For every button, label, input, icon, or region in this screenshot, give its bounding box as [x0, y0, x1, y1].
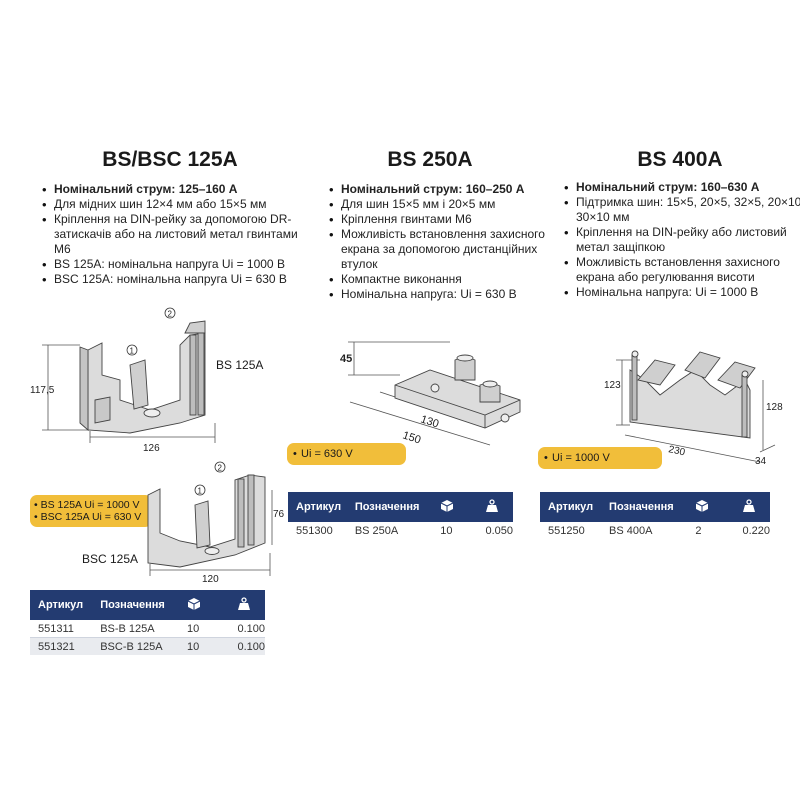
col-designation: Позначення — [92, 590, 179, 620]
dim-depth: 34 — [755, 456, 767, 465]
bsc125a-label: BSC 125A — [82, 552, 139, 566]
pill-line: BS 125A Ui = 1000 V — [34, 499, 146, 511]
feature-item: Номінальна напруга: Ui = 630 В — [329, 287, 566, 302]
dim-width: 126 — [143, 443, 160, 454]
dim-width: 230 — [667, 444, 686, 458]
col-pack — [687, 492, 735, 522]
col-article: Артикул — [30, 590, 93, 620]
col-designation: Позначення — [346, 492, 433, 522]
col3-title: BS 400A — [637, 148, 723, 171]
feature-item: Кріплення гвинтами М6 — [329, 212, 566, 227]
dim-height: 76 — [273, 509, 285, 520]
col1-voltage-pill: BS 125A Ui = 1000 V BSC 125A Ui = 630 V — [30, 495, 152, 527]
bs400a-drawing: 123 128 230 34 — [604, 350, 783, 465]
pill-line: BSC 125A Ui = 630 V — [34, 511, 146, 523]
dim-height: 117,5 — [30, 385, 55, 396]
table-row: 551250 BS 400A 2 0.220 — [540, 522, 770, 539]
feature-item: BSC 125A: номінальна напруга Ui = 630 В — [42, 272, 316, 287]
pack-icon — [187, 597, 201, 614]
col-article: Артикул — [288, 492, 347, 522]
col-pack — [178, 590, 230, 620]
cell-pack: 10 — [440, 524, 453, 537]
feature-item: Кріплення на DIN-рейку або листовий мета… — [564, 225, 800, 255]
pack-icon — [440, 499, 454, 516]
col3-voltage-pill: • Ui = 1000 V — [538, 447, 662, 469]
callout-1: 1 — [198, 487, 203, 496]
callout-2: 2 — [168, 310, 173, 319]
col-weight — [229, 590, 265, 620]
pill-text: Ui = 630 V — [301, 448, 353, 460]
feature-item: Кріплення на DIN-рейку за допомогою DR-з… — [42, 212, 316, 257]
bs125a-drawing: 117,5 126 1 2 BS 125A — [30, 307, 263, 454]
feature-item: Можливість встановлення захисного екрана… — [329, 227, 566, 272]
callout-1: 1 — [130, 347, 135, 356]
dim-left: 123 — [604, 380, 621, 391]
cell-designation: BS 250A — [354, 524, 399, 537]
table-header: Артикул Позначення — [540, 492, 770, 522]
col2-voltage-pill: • Ui = 630 V — [287, 443, 406, 465]
feature-item: Номінальний струм: 160–250 А — [329, 182, 566, 197]
feature-item: Компактне виконання — [329, 272, 566, 287]
feature-item: Номінальний струм: 125–160 А — [42, 182, 316, 197]
pack-icon — [695, 499, 709, 516]
weight-icon — [485, 498, 499, 516]
table-row: 551321 BSC-B 125A 10 0.100 — [30, 637, 265, 655]
col-weight — [477, 492, 513, 522]
bs125a-label: BS 125A — [216, 358, 263, 372]
dim-width: 120 — [202, 574, 219, 585]
cell-pack: 2 — [695, 524, 702, 537]
cell-designation: BS-B 125A — [92, 620, 179, 638]
col-designation: Позначення — [601, 492, 688, 522]
feature-item: Номінальний струм: 160–630 А — [564, 180, 800, 195]
col2-title: BS 250A — [387, 148, 473, 171]
col1-title: BS/BSC 125A — [102, 148, 238, 171]
dim-inner: 130 — [419, 413, 440, 430]
bs250a-drawing: 45 130 150 — [340, 341, 521, 447]
bullet-dot: • — [293, 448, 297, 460]
pill-text: Ui = 1000 V — [552, 452, 610, 464]
col-pack — [432, 492, 478, 522]
table-header: Артикул Позначення — [288, 492, 513, 522]
cell-designation: BS 400A — [609, 524, 653, 537]
feature-item: Для шин 15×5 мм і 20×5 мм — [329, 197, 566, 212]
cell-article: 551300 — [296, 524, 333, 537]
cell-weight: 0.100 — [229, 620, 265, 638]
bullet-dot: • — [544, 452, 548, 464]
dim-height: 45 — [340, 353, 352, 365]
cell-weight: 0.100 — [229, 637, 265, 655]
cell-designation: BSC-B 125A — [92, 637, 179, 655]
col1-product-table: Артикул Позначення 551311 BS-B 125A 10 0… — [30, 590, 265, 655]
col2-feature-list: Номінальний струм: 160–250 А Для шин 15×… — [327, 182, 566, 302]
feature-item: Для мідних шин 12×4 мм або 15×5 мм — [42, 197, 316, 212]
table-row: 551311 BS-B 125A 10 0.100 — [30, 620, 265, 638]
table-row: 551300 BS 250A 10 0.050 — [288, 522, 513, 539]
weight-icon — [237, 596, 251, 614]
col2-product-table: Артикул Позначення 551300 BS 250A 10 0.0… — [288, 492, 513, 539]
col1-feature-list: Номінальний струм: 125–160 А Для мідних … — [40, 182, 316, 287]
cell-weight: 0.220 — [742, 524, 770, 537]
feature-item: Підтримка шин: 15×5, 20×5, 32×5, 20×10, … — [564, 195, 800, 225]
cell-article: 551321 — [30, 637, 93, 655]
cell-weight: 0.050 — [485, 524, 513, 537]
col-article: Артикул — [540, 492, 602, 522]
weight-icon — [742, 498, 756, 516]
feature-item: Можливість встановлення захисного екрана… — [564, 255, 800, 285]
cell-article: 551311 — [30, 620, 93, 638]
cell-pack: 10 — [178, 620, 230, 638]
feature-item: BS 125A: номінальна напруга Ui = 1000 В — [42, 257, 316, 272]
table-header: Артикул Позначення — [30, 590, 265, 620]
cell-article: 551250 — [548, 524, 585, 537]
bsc125a-drawing: 120 76 1 2 — [147, 461, 285, 585]
callout-2: 2 — [218, 464, 223, 473]
col3-feature-list: Номінальний струм: 160–630 А Підтримка ш… — [562, 180, 800, 300]
col-weight — [734, 492, 770, 522]
dim-outer: 150 — [401, 429, 422, 446]
col3-product-table: Артикул Позначення 551250 BS 400A 2 0.22… — [540, 492, 770, 539]
cell-pack: 10 — [178, 637, 230, 655]
feature-item: Номінальна напруга: Ui = 1000 В — [564, 285, 800, 300]
dim-right: 128 — [766, 402, 783, 413]
